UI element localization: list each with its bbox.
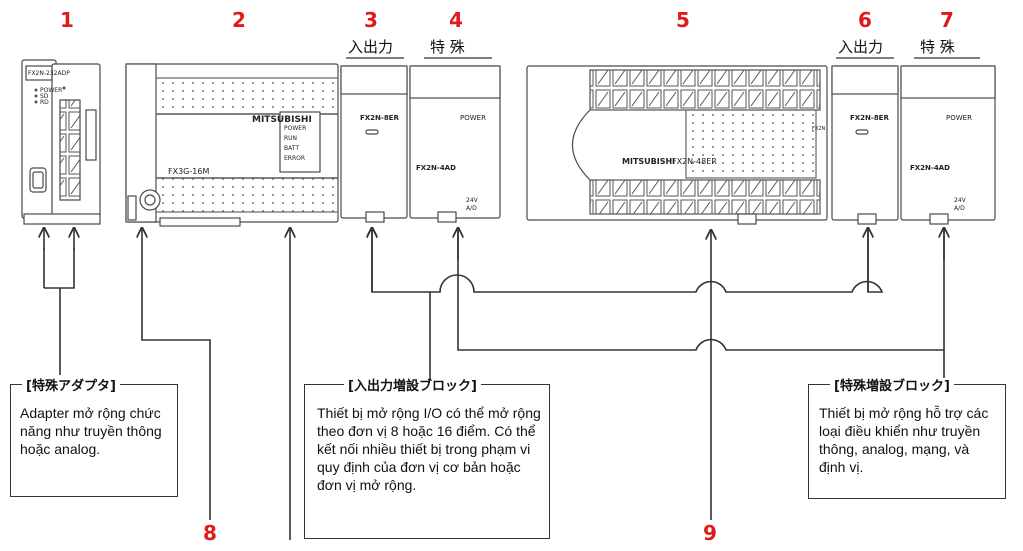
header-special-4: 特 殊 <box>430 38 465 56</box>
special-ad-label-4: A/D <box>466 205 477 212</box>
base-led-batt: BATT <box>284 145 299 152</box>
base-led-error: ERROR <box>284 155 305 162</box>
connector-special-block <box>457 228 945 351</box>
special-power-label-4: POWER <box>460 114 486 122</box>
adapter-box-title: [特殊アダプタ] <box>26 378 116 394</box>
io-ext-model-label-6: FX2N-8ER <box>850 114 889 122</box>
extension-unit-device-5 <box>526 65 828 225</box>
special-24v-label-4: 24V <box>466 197 479 204</box>
big-side-label: FX2N <box>812 126 825 132</box>
special-24v-label-7: 24V <box>954 197 967 204</box>
callout-7: 7 <box>940 8 954 32</box>
header-io-3: 入出力 <box>348 38 394 56</box>
base-led-run: RUN <box>284 135 297 142</box>
special-block-device-4 <box>409 65 501 223</box>
adapter-box-text: Adapter mở rộng chức năng như truyền thô… <box>20 405 162 457</box>
big-brand-label: MITSUBISHI <box>622 157 675 166</box>
io-block-box-text: Thiết bị mở rộng I/O có thể mở rộng theo… <box>317 405 541 493</box>
adapter-description-box: [特殊アダプタ] Adapter mở rộng chức năng như t… <box>10 379 178 497</box>
callout-2: 2 <box>232 8 246 32</box>
callout-4: 4 <box>449 8 463 32</box>
special-block-box-text: Thiết bị mở rộng hỗ trợ các loại điều kh… <box>819 405 989 475</box>
base-unit-device <box>125 63 339 227</box>
base-led-power: POWER <box>284 125 306 132</box>
header-special-7: 特 殊 <box>920 38 955 56</box>
callout-9: 9 <box>703 521 717 545</box>
callout-5: 5 <box>676 8 690 32</box>
connector-8 <box>142 228 211 520</box>
io-ext-model-label-3: FX2N-8ER <box>360 114 399 122</box>
special-ad-label-7: A/D <box>954 205 965 212</box>
special-block-description-box: [特殊増設ブロック] Thiết bị mở rộng hỗ trợ các l… <box>808 379 1006 499</box>
connector-io-block <box>372 228 884 293</box>
callout-3: 3 <box>364 8 378 32</box>
base-brand-label: MITSUBISHI <box>252 115 312 125</box>
callout-8: 8 <box>203 521 217 545</box>
io-extension-device-6 <box>831 65 899 225</box>
adapter-led-power: POWER <box>40 87 62 94</box>
header-io-6: 入出力 <box>838 38 884 56</box>
adapter-led-sd: SD <box>40 93 49 100</box>
io-block-box-title: [入出力増設ブロック] <box>348 378 477 394</box>
special-model-label-4: FX2N-4AD <box>416 164 456 172</box>
big-model-label: FX2N-48ER <box>672 157 717 166</box>
connector-adapter <box>43 248 75 289</box>
io-block-description-box: [入出力増設ブロック] Thiết bị mở rộng I/O có thể … <box>304 379 550 539</box>
io-extension-device-3 <box>340 65 408 223</box>
special-power-label-7: POWER <box>946 114 972 122</box>
callout-1: 1 <box>60 8 74 32</box>
special-adapter-device <box>21 59 101 225</box>
adapter-led-rd: RD <box>40 99 49 106</box>
special-block-box-title: [特殊増設ブロック] <box>834 378 950 394</box>
special-block-device-7 <box>900 65 996 225</box>
special-model-label-7: FX2N-4AD <box>910 164 950 172</box>
base-model-label: FX3G-16M <box>168 167 209 176</box>
callout-6: 6 <box>858 8 872 32</box>
adapter-model-label: FX2N-232ADP <box>28 70 70 77</box>
